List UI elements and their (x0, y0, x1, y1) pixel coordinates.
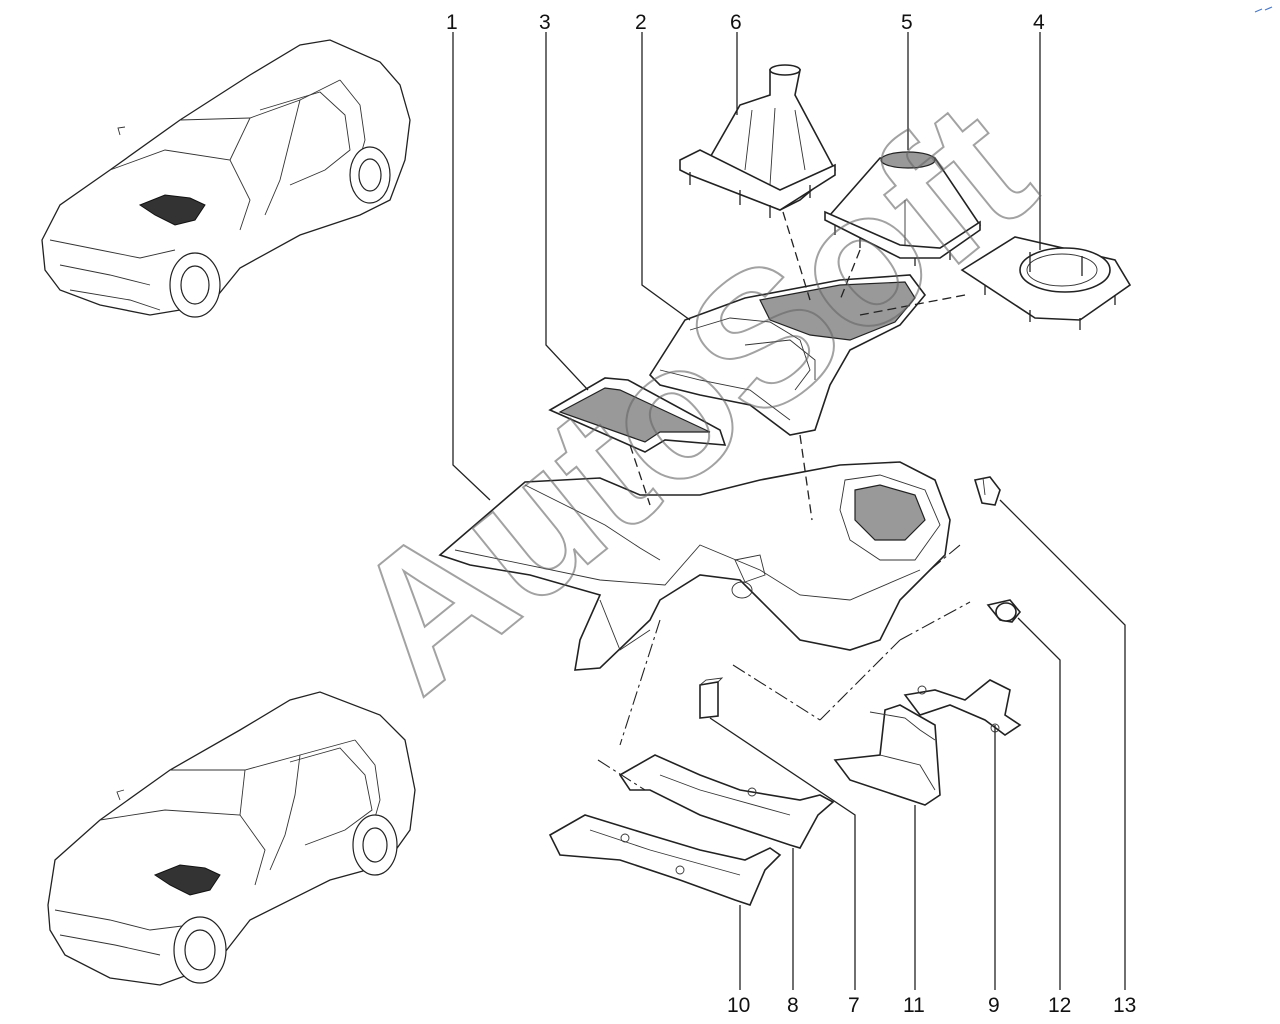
assembly-lines (597, 211, 971, 791)
callout-numbers: 1 3 2 6 5 4 10 8 7 11 9 12 13 (446, 11, 1136, 1017)
callout-3: 3 (539, 11, 551, 34)
part-tray-mat (548, 377, 727, 453)
corner-logo-mark (1254, 6, 1273, 13)
part-clip (986, 599, 1022, 623)
callout-8: 8 (787, 994, 799, 1017)
part-bracket-side (833, 704, 941, 806)
part-console-body (438, 461, 951, 671)
part-gear-boot (679, 64, 837, 218)
callout-7: 7 (848, 994, 860, 1017)
part-lever-cover (824, 151, 982, 266)
part-fastener (973, 476, 1001, 506)
part-bracket-lower (548, 814, 782, 906)
callout-6: 6 (730, 11, 742, 34)
callout-11: 11 (903, 994, 925, 1017)
callout-2: 2 (635, 11, 647, 34)
part-console-top (648, 274, 927, 436)
part-shifter-frame (960, 236, 1132, 330)
part-bracket-upper (618, 754, 835, 849)
callout-4: 4 (1033, 11, 1045, 34)
callout-1: 1 (446, 11, 458, 34)
part-bracket-mount (903, 679, 1022, 736)
callout-13: 13 (1113, 994, 1136, 1017)
wagon-illustration (47, 691, 416, 986)
callout-5: 5 (901, 11, 913, 34)
leader-lines (452, 32, 1126, 990)
callout-10: 10 (727, 994, 750, 1017)
part-small-pad (699, 677, 724, 719)
callout-9: 9 (988, 994, 1000, 1017)
callout-12: 12 (1048, 994, 1071, 1017)
sedan-illustration (41, 39, 411, 318)
